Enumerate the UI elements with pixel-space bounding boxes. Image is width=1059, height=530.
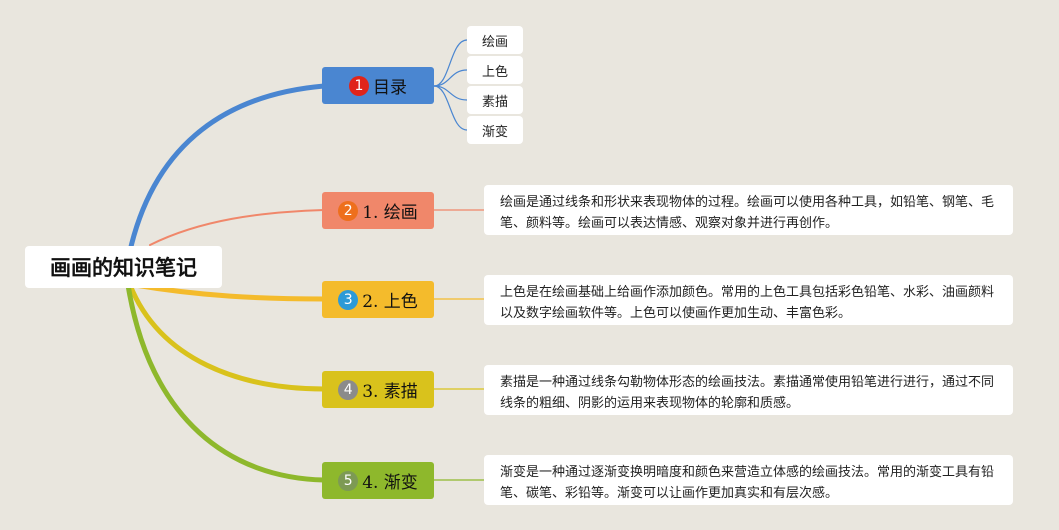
note-gradient[interactable]: 渐变是一种通过逐渐变换明暗度和颜色来营造立体感的绘画技法。常用的渐变工具有铅笔、… (484, 455, 1013, 505)
toc-leaf-connectors (433, 39, 468, 131)
branch-number-badge: 1 (349, 75, 369, 96)
toc-item-label: 渐变 (481, 124, 508, 140)
branch-number-badge: 2 (338, 200, 359, 221)
toc-item-label: 绘画 (481, 34, 508, 50)
connector-topic (149, 209, 325, 246)
note-connectors (433, 209, 485, 481)
branch-label: 4. 渐变 (362, 473, 418, 493)
connector-topic (132, 282, 327, 302)
note-text: 绘画是通过线条和形状来表现物体的过程。绘画可以使用各种工具，如铅笔、钢笔、毛笔、… (500, 195, 995, 231)
branch-label: 2. 上色 (362, 292, 418, 312)
connector-toc-item (433, 85, 468, 131)
toc-item-gradient[interactable]: 渐变 (467, 116, 523, 144)
branch-label: 3. 素描 (362, 382, 418, 402)
branch-label: 1. 绘画 (362, 203, 418, 223)
note-drawing[interactable]: 绘画是通过线条和形状来表现物体的过程。绘画可以使用各种工具，如铅笔、钢笔、毛笔、… (484, 185, 1013, 235)
branch-drawing[interactable]: 2 1. 绘画 (322, 192, 434, 229)
toc-item-label: 上色 (481, 64, 508, 80)
connector-topic (127, 282, 327, 392)
note-coloring[interactable]: 上色是在绘画基础上给画作添加颜色。常用的上色工具包括彩色铅笔、水彩、油画颜料以及… (484, 275, 1013, 325)
branch-number-badge: 4 (338, 379, 359, 400)
branch-number-badge: 3 (338, 289, 359, 310)
connector-toc-item (433, 39, 468, 87)
connector-toc-item (433, 69, 468, 87)
toc-item-sketch[interactable]: 素描 (467, 86, 523, 114)
root-topic[interactable]: 画画的知识笔记 (25, 246, 222, 288)
root-title: 画画的知识笔记 (50, 256, 197, 280)
connector-topic (125, 282, 327, 483)
note-text: 上色是在绘画基础上给画作添加颜色。常用的上色工具包括彩色铅笔、水彩、油画颜料以及… (500, 285, 995, 321)
toc-item-drawing[interactable]: 绘画 (467, 26, 523, 54)
branch-toc[interactable]: 1 目录 (322, 67, 434, 104)
toc-item-coloring[interactable]: 上色 (467, 56, 523, 84)
branch-connectors (125, 83, 327, 483)
branch-sketch[interactable]: 4 3. 素描 (322, 371, 434, 408)
toc-item-label: 素描 (481, 94, 508, 110)
branch-number-badge: 5 (338, 470, 359, 491)
branch-gradient[interactable]: 5 4. 渐变 (322, 462, 434, 499)
note-sketch[interactable]: 素描是一种通过线条勾勒物体形态的绘画技法。素描通常使用铅笔进行进行，通过不同线条… (484, 365, 1013, 415)
note-text: 渐变是一种通过逐渐变换明暗度和颜色来营造立体感的绘画技法。常用的渐变工具有铅笔、… (500, 465, 995, 501)
branch-coloring[interactable]: 3 2. 上色 (322, 281, 434, 318)
branch-label: 目录 (373, 78, 407, 98)
connector-toc (125, 83, 327, 263)
note-text: 素描是一种通过线条勾勒物体形态的绘画技法。素描通常使用铅笔进行进行，通过不同线条… (500, 375, 995, 411)
